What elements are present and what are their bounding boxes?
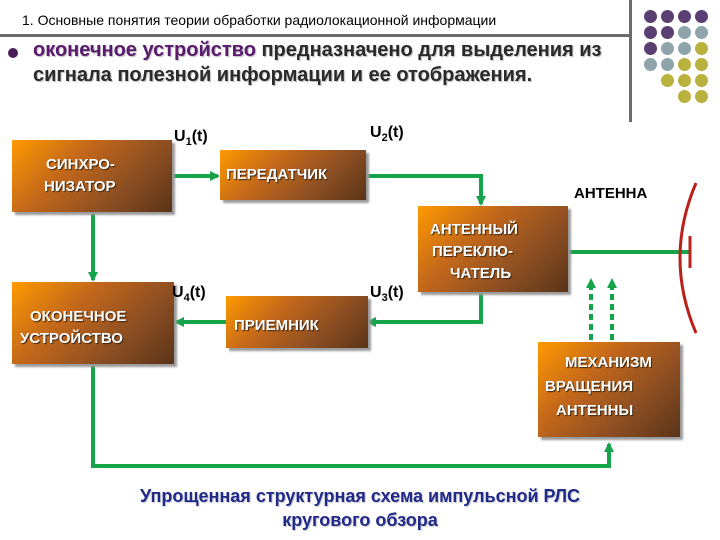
- arrow-switch-receiver: [366, 290, 483, 327]
- synchronizer-label-2: НИЗАТОР: [44, 178, 116, 195]
- decorative-dot: [644, 42, 657, 55]
- decorative-dot: [661, 42, 674, 55]
- caption-line-2: кругового обзора: [282, 510, 438, 530]
- decorative-dot: [661, 26, 674, 39]
- decorative-dot: [695, 58, 708, 71]
- terminal-device-label-1: ОКОНЕЧНОЕ: [30, 308, 127, 325]
- rotation-mechanism-label-2: ВРАЩЕНИЯ: [545, 378, 634, 395]
- decorative-dot: [644, 26, 657, 39]
- decorative-dot: [695, 10, 708, 23]
- antenna-icon: [678, 182, 698, 334]
- decorative-dot: [695, 90, 708, 103]
- header-side-divider: [629, 0, 632, 122]
- decorative-dot: [695, 74, 708, 87]
- antenna-switch-label-2: ПЕРЕКЛЮ-: [432, 243, 513, 260]
- antenna-switch-label-3: ЧАТЕЛЬ: [450, 265, 512, 282]
- arrow-transmitter-switch: [366, 174, 486, 206]
- decorative-dot: [678, 90, 691, 103]
- terminal-device-label-2: УСТРОЙСТВО: [20, 330, 123, 347]
- arrow-terminal-rotation: [91, 365, 614, 468]
- signal-label-u4: U4(t): [172, 284, 206, 305]
- diagram-caption: Упрощенная структурная схема импульсной …: [60, 484, 660, 532]
- antenna-switch-block: [418, 206, 568, 292]
- signal-label-u2: U2(t): [370, 124, 404, 145]
- decorative-dot: [661, 10, 674, 23]
- decorative-dot: [661, 74, 674, 87]
- rotation-mechanism-label-3: АНТЕННЫ: [556, 402, 634, 419]
- antenna-switch-label-1: АНТЕННЫЙ: [430, 221, 518, 238]
- decorative-dot: [661, 58, 674, 71]
- signal-label-u3: U3(t): [370, 284, 404, 305]
- decorative-dot: [695, 42, 708, 55]
- decorative-dot: [695, 26, 708, 39]
- terminal-device-block: [12, 282, 174, 364]
- decorative-dot-grid: [638, 10, 718, 110]
- decorative-dot: [678, 58, 691, 71]
- intro-rest: предназначено для выделения из сигнала п…: [33, 39, 602, 86]
- decorative-dot: [678, 10, 691, 23]
- rotation-mechanism-block: [538, 342, 680, 437]
- header-divider: [0, 34, 632, 37]
- decorative-dot: [678, 26, 691, 39]
- intro-text: оконечное устройство предназначено для в…: [33, 38, 643, 88]
- rotation-mechanism-label-1: МЕХАНИЗМ: [565, 354, 652, 371]
- caption-line-1: Упрощенная структурная схема импульсной …: [139, 486, 581, 506]
- transmitter-label: ПЕРЕДАТЧИК: [226, 166, 328, 183]
- transmitter-block: [220, 150, 366, 200]
- decorative-dot: [644, 10, 657, 23]
- decorative-dot: [678, 74, 691, 87]
- signal-label-u1: U1(t): [174, 128, 208, 149]
- antenna-label: АНТЕННА: [574, 185, 648, 202]
- receiver-label: ПРИЕМНИК: [234, 317, 319, 334]
- page-header: 1. Основные понятия теории обработки рад…: [22, 12, 497, 28]
- decorative-dot: [644, 58, 657, 71]
- synchronizer-block: [12, 140, 172, 212]
- decorative-dot: [678, 42, 691, 55]
- receiver-block: [226, 296, 368, 348]
- intro-highlight: оконечное устройство: [33, 39, 256, 61]
- synchronizer-label-1: СИНХРО-: [46, 156, 115, 173]
- bullet-icon: [8, 48, 18, 58]
